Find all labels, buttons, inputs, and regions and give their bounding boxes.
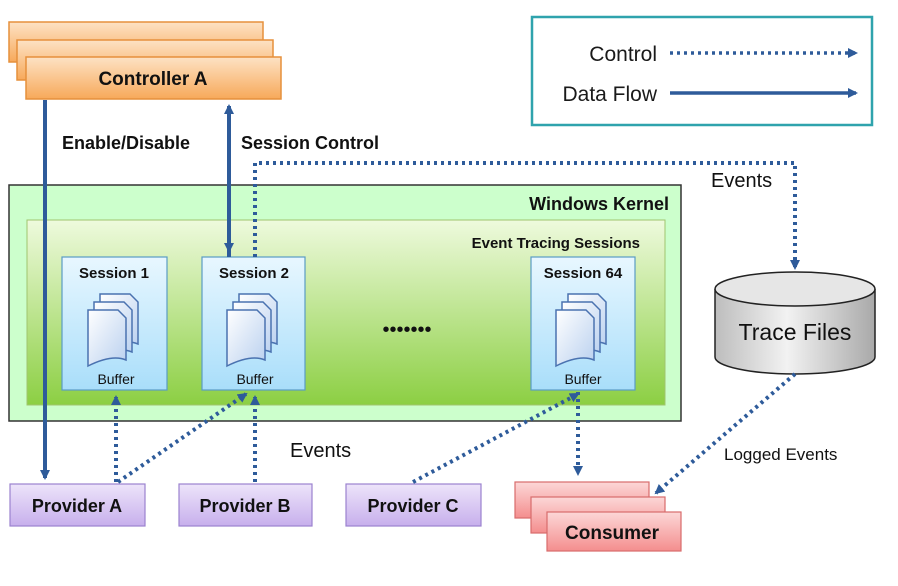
legend-control-label: Control [589,43,657,66]
dataflow-arrows [40,100,234,480]
provider-a-to-session-2-arrow [116,392,248,484]
provider-label: Provider A [32,496,122,516]
provider-c: Provider C [345,483,482,527]
sessions-ellipsis: ••••••• [382,319,431,341]
events-to-trace-files-arrow [253,161,800,270]
provider-b: Provider B [178,483,313,527]
logged-events-label: Logged Events [724,445,837,464]
controller-label: Controller A [98,69,207,90]
provider-label: Provider C [367,496,458,516]
session-title: Session 2 [219,265,289,282]
trace-files: Trace Files [714,271,876,375]
database-cylinder-icon [714,271,876,375]
session-2: Session 2 Buffer [201,256,306,391]
legend: Control Data Flow [530,15,874,127]
events-middle-label: Events [290,440,351,462]
legend-dataflow-label: Data Flow [562,83,657,106]
provider-label: Provider B [199,496,290,516]
enable-disable-label: Enable/Disable [62,133,190,153]
events-top-label: Events [711,170,772,192]
buffer-label: Buffer [97,371,134,387]
provider-c-to-session-64-arrow [412,392,580,484]
controller-a: Controller A [8,21,282,100]
buffer-label: Buffer [564,371,601,387]
buffer-label: Buffer [236,371,273,387]
session-1: Session 1 Buffer [61,256,168,391]
session-control-label: Session Control [241,133,379,153]
session-title: Session 1 [79,265,149,282]
trace-files-label: Trace Files [739,319,852,345]
trace-files-to-consumer-arrow [654,372,797,495]
consumer: Consumer [514,481,682,552]
windows-kernel: Windows Kernel Event Tracing Sessions Se… [8,184,682,422]
sessions-title: Event Tracing Sessions [472,235,640,252]
session-title: Session 64 [544,265,623,282]
kernel-title: Windows Kernel [529,194,669,214]
consumer-label: Consumer [565,523,660,544]
session-64: Session 64 Buffer [530,256,636,391]
event-arrows [111,161,800,495]
provider-a: Provider A [9,483,146,527]
